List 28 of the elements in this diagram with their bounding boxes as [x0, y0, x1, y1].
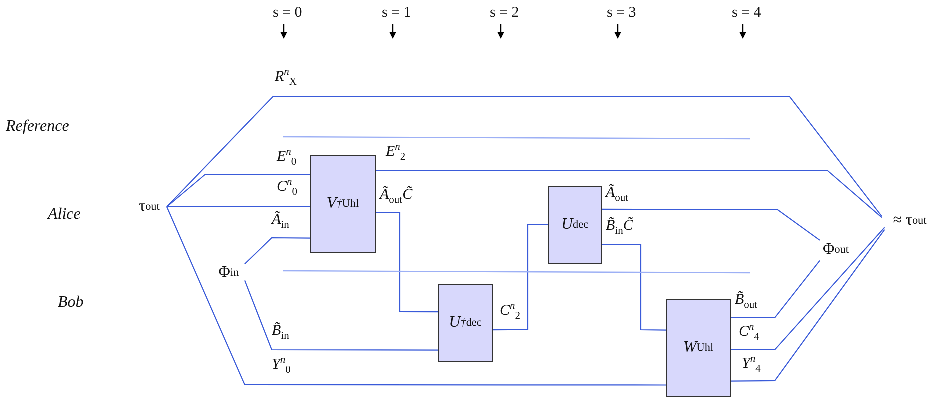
wire-label: Ã$_{out}$	[606, 186, 629, 202]
step-label: s = 1	[382, 5, 412, 22]
wire	[166, 206, 666, 386]
wire	[244, 280, 438, 351]
step-label: s = 2	[490, 5, 520, 22]
party-label: Alice	[48, 206, 81, 224]
wire-label: B̃$_{in}$	[272, 324, 290, 340]
wire	[731, 229, 886, 382]
wire	[376, 212, 438, 313]
wire	[166, 174, 310, 208]
wire-label: Ã$_{out}$C̃	[380, 188, 413, 204]
wire	[244, 237, 310, 265]
wire	[376, 170, 882, 218]
wire	[167, 206, 310, 208]
wire	[166, 96, 882, 217]
step-label: s = 4	[732, 5, 762, 22]
party-label: Bob	[58, 294, 84, 312]
step-label: s = 3	[607, 5, 636, 22]
wire	[731, 227, 886, 351]
wire	[731, 260, 820, 319]
wire-label: Ã$_{in}$	[272, 213, 290, 229]
wire	[602, 208, 820, 241]
wire-label: B̃$_{in}$C̃	[606, 219, 634, 235]
wire	[493, 224, 548, 331]
party-label: Reference	[6, 118, 70, 136]
wire	[602, 244, 666, 331]
step-label: s = 0	[273, 5, 302, 22]
wire-label: B̃$_{out}$	[735, 293, 758, 309]
